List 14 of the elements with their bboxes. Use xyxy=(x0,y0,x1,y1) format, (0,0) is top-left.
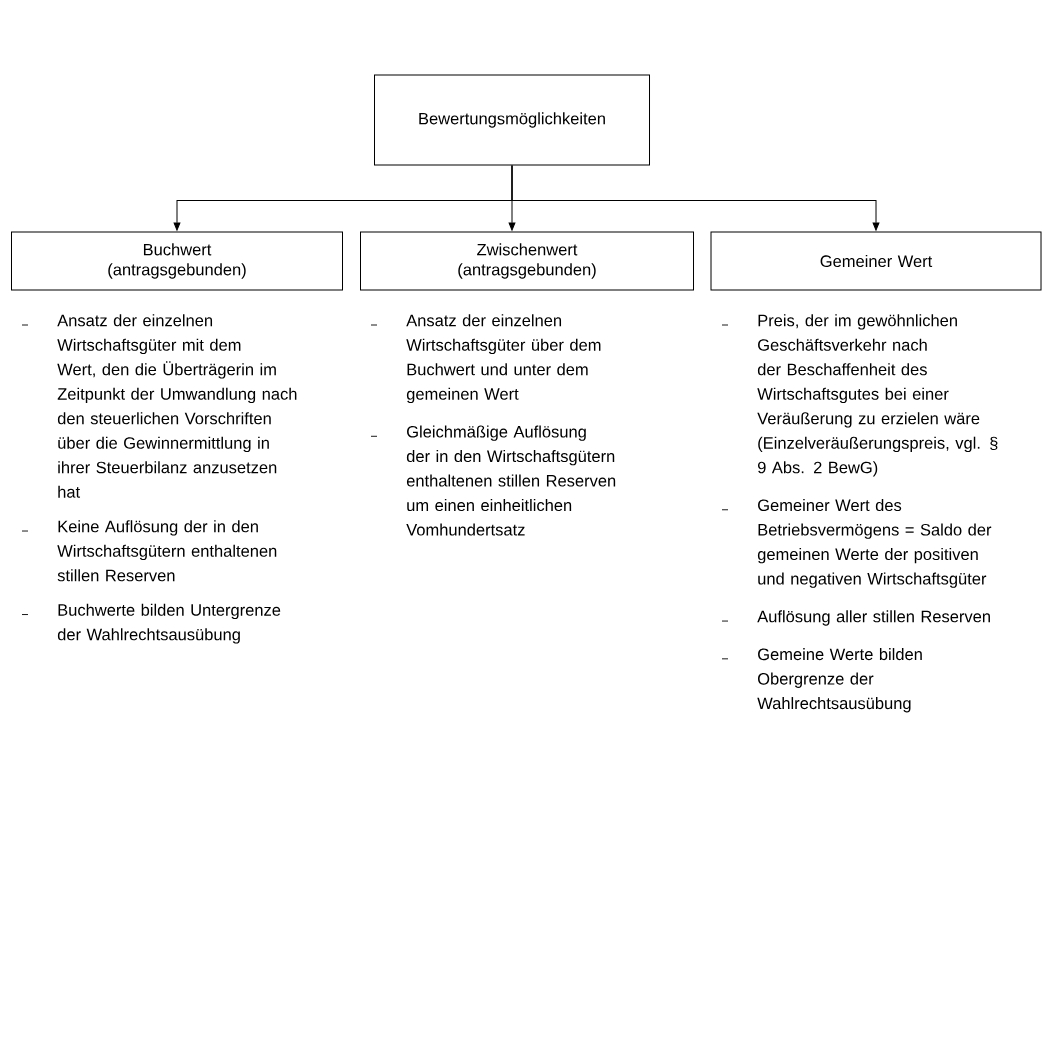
bullet-text: Gemeine Werte bilden Obergrenze der Wahlrechtsausübung xyxy=(757,648,922,713)
bullet-text: Auflösung aller stillen Reserven xyxy=(757,610,990,626)
bullet-text: Keine Auflösung der in den Wirtschaftsgütern enthaltenen stillen Reserven xyxy=(57,520,277,582)
arrow xyxy=(511,165,880,231)
bullet-text: Preis, der im gewöhnlichen Geschäftsverkehr nach der Beschaffenheit des Wirtschaftsgutes bei einer Veräußerung zu erzielen wäre (Einzelveräußerungspreis, vgl. § 9 Abs. 2 BewG) xyxy=(757,314,998,477)
label-box: Gemeiner Wert xyxy=(710,231,1042,291)
bullet-text: Gleichmäßige Auflösung der in den Wirtschaftsgütern enthaltenen stillen Reserven um einen einheitlichen Vomhundertsatz xyxy=(406,425,616,536)
bullet-text: Gemeiner Wert des Betriebsvermögens = Saldo der gemeinen Werte der positiven und negativen Wirtschaftsgüter xyxy=(757,499,992,588)
bullet-text: Buchwerte bilden Untergrenze der Wahlrechtsausübung xyxy=(57,603,281,644)
label-box: Buchwert (antragsgebunden) xyxy=(11,231,343,291)
label-box: Zwischenwert (antragsgebunden) xyxy=(360,231,694,291)
label-box: Bewertungsmöglichkeiten xyxy=(374,74,650,166)
bullet-text: Ansatz der einzelnen Wirtschaftsgüter über dem Buchwert und unter dem gemeinen Wert xyxy=(406,314,601,404)
bullet-text: Ansatz der einzelnen Wirtschaftsgüter mit dem Wert, den die Überträgerin im Zeitpunkt der Umwandlung nach den steuerlichen Vorschriften über die Gewinnermittlung in ihrer Steuerbilanz anzusetzen hat xyxy=(57,314,297,498)
